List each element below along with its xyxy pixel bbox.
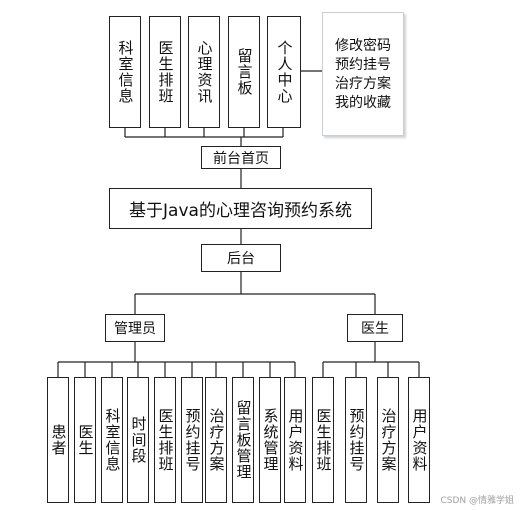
backend-box: 后台	[201, 244, 281, 272]
admin-module-patient: 患者	[47, 377, 69, 503]
note-item-favorites: 我的收藏	[335, 95, 391, 111]
module-dept-info: 科室信息	[109, 16, 141, 128]
admin-module-time-slot: 时间段	[127, 377, 149, 503]
admin-module-user-profile: 用户资料	[284, 377, 306, 503]
watermark: CSDN @情雅学姐	[440, 496, 514, 506]
module-doctor-schedule: 医生排班	[149, 16, 181, 128]
personal-center-note: 修改密码 预约挂号 治疗方案 我的收藏	[322, 12, 404, 136]
admin-module-doctor: 医生	[74, 377, 96, 503]
note-item-treatment-plan: 治疗方案	[335, 76, 391, 92]
module-psych-news: 心理资讯	[188, 16, 220, 128]
module-personal-center: 个人中心	[267, 16, 301, 128]
frontend-home-box: 前台首页	[201, 146, 281, 169]
admin-module-appointment: 预约挂号	[181, 377, 203, 503]
admin-module-message-board-mgmt: 留言板管理	[232, 377, 254, 503]
module-message-board: 留言板	[228, 16, 260, 128]
admin-module-dept-info: 科室信息	[101, 377, 123, 503]
role-doctor-box: 医生	[347, 314, 403, 342]
note-item-change-password: 修改密码	[335, 38, 391, 54]
admin-module-doctor-schedule: 医生排班	[154, 377, 176, 503]
doctor-module-treatment-plan: 治疗方案	[377, 377, 399, 503]
system-title-box: 基于Java的心理咨询预约系统	[109, 188, 372, 229]
note-item-appointment: 预约挂号	[335, 57, 391, 73]
admin-module-system-mgmt: 系统管理	[259, 377, 281, 503]
doctor-module-user-profile: 用户资料	[408, 377, 430, 503]
doctor-module-appointment: 预约挂号	[345, 377, 367, 503]
doctor-module-doctor-schedule: 医生排班	[312, 377, 334, 503]
admin-module-treatment-plan: 治疗方案	[205, 377, 227, 503]
role-admin-box: 管理员	[105, 314, 165, 342]
